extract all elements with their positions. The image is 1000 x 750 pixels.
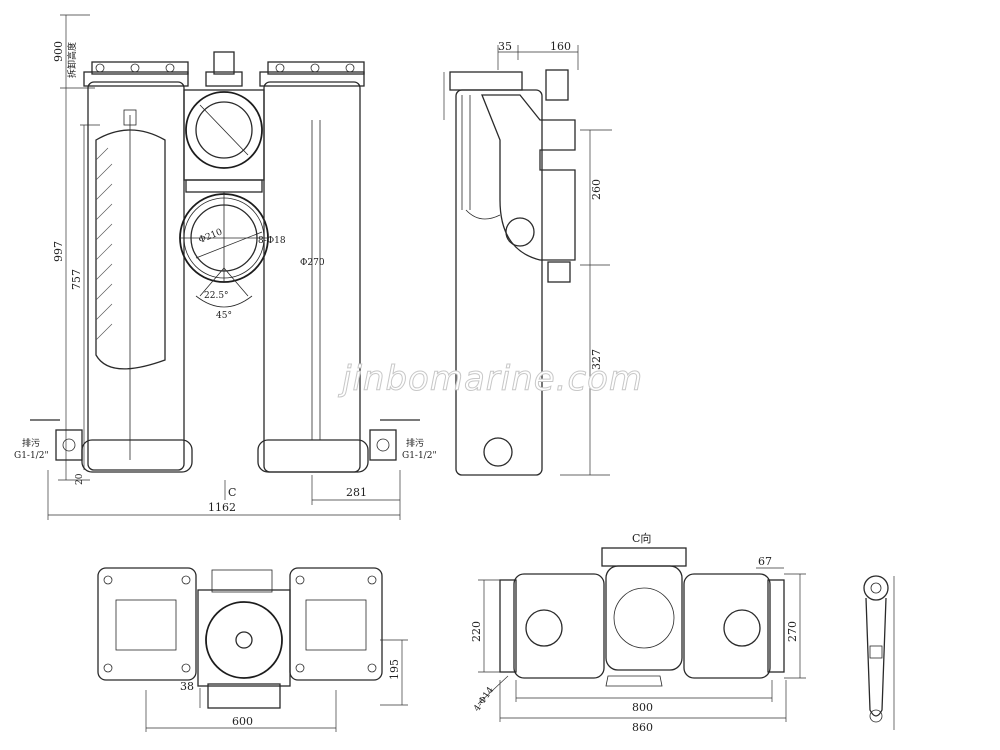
side-35-label: 35 bbox=[498, 40, 512, 53]
handle-detail bbox=[863, 575, 895, 730]
side-260-label: 260 bbox=[590, 179, 603, 200]
drain-right-spec: G1-1/2" bbox=[402, 451, 437, 461]
drain-left-label: 排污 bbox=[22, 437, 40, 449]
dim-800-label: 800 bbox=[632, 701, 653, 714]
dim-220-label: 220 bbox=[470, 621, 483, 642]
side-view: 35 160 260 327 bbox=[443, 40, 612, 476]
flange-holes-label: 8-Φ18 bbox=[258, 236, 286, 246]
left-hatching bbox=[95, 147, 113, 341]
dim-38-label: 38 bbox=[180, 680, 194, 693]
view-c-label: C向 bbox=[632, 531, 651, 545]
removal-height-label: 拆卸高度 bbox=[66, 42, 78, 78]
c-view: C向 67 220 270 800 860 4-Φ14 bbox=[470, 531, 806, 734]
drain-left-spec: G1-1/2" bbox=[14, 451, 49, 461]
removal-height-value: 900 bbox=[52, 41, 65, 62]
drain-right-label: 排污 bbox=[406, 437, 424, 449]
bottom-20-label: 20 bbox=[75, 473, 85, 485]
width-1162-label: 1162 bbox=[208, 501, 236, 514]
width-281-label: 281 bbox=[346, 486, 367, 499]
section-c-label: C bbox=[228, 486, 236, 499]
watermark: jinbomarine.com bbox=[338, 359, 643, 399]
flange-dia-label: Φ210 bbox=[197, 227, 224, 246]
side-160-label: 160 bbox=[550, 40, 571, 53]
front-view: 900 拆卸高度 997 757 Φ210 8-Φ18 Φ270 22.5° 4… bbox=[14, 14, 437, 520]
angle-small-label: 22.5° bbox=[204, 291, 229, 301]
height-757-label: 757 bbox=[70, 269, 83, 290]
side-327-label: 327 bbox=[590, 349, 603, 370]
top-view: 38 195 600 bbox=[97, 567, 408, 732]
height-997-label: 997 bbox=[52, 241, 65, 262]
dim-67-label: 67 bbox=[758, 555, 772, 568]
dim-195-label: 195 bbox=[388, 659, 401, 680]
dim-860-label: 860 bbox=[632, 721, 653, 734]
filter-dia-label: Φ270 bbox=[300, 258, 325, 268]
dim-270-label: 270 bbox=[786, 621, 799, 642]
angle-large-label: 45° bbox=[216, 311, 232, 321]
mount-holes-label: 4-Φ14 bbox=[472, 685, 496, 714]
dim-600-label: 600 bbox=[232, 715, 253, 728]
